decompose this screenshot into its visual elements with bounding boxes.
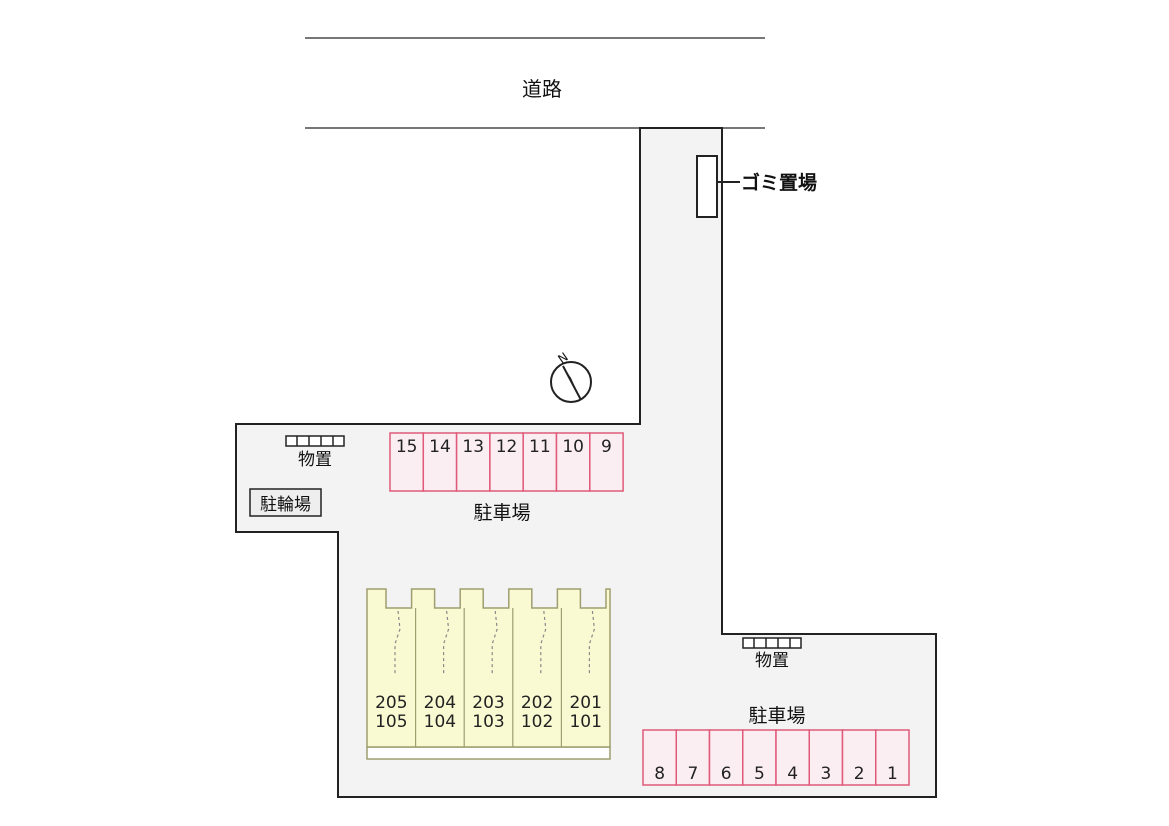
parking-slot-number: 10 xyxy=(562,437,584,457)
parking-slot-number: 7 xyxy=(687,764,698,784)
parking-slot xyxy=(589,432,624,492)
unit-number-upper: 202 xyxy=(521,693,553,713)
parking-slot xyxy=(642,729,677,786)
parking-slot-number: 2 xyxy=(854,764,865,784)
unit-hallway-path xyxy=(394,610,401,674)
parking-slot xyxy=(775,729,810,786)
storage-shed-left xyxy=(285,435,345,447)
unit-number-lower: 103 xyxy=(472,712,504,732)
parking-slot-number: 3 xyxy=(820,764,831,784)
parking-top-group: 15 14 13 12 11 10 9 xyxy=(389,432,624,492)
garbage-area xyxy=(696,155,718,218)
parking-slot xyxy=(522,432,558,492)
building-base xyxy=(366,746,611,760)
parking-slot-number: 13 xyxy=(462,437,484,457)
parking-slot-number: 11 xyxy=(529,437,551,457)
parking-top-label: 駐車場 xyxy=(473,502,530,524)
bike-parking-label: 駐輪場 xyxy=(260,495,311,515)
road-label: 道路 xyxy=(522,77,562,101)
unit-hallway-path xyxy=(443,610,450,674)
parking-slot xyxy=(708,729,744,786)
parking-slot xyxy=(675,729,711,786)
parking-slot-number: 9 xyxy=(601,437,612,457)
unit-number-lower: 105 xyxy=(375,712,407,732)
bike-parking-box xyxy=(249,488,322,517)
unit-hallway-path xyxy=(491,610,498,674)
parking-slot-number: 1 xyxy=(887,764,898,784)
garbage-label: ゴミ置場 xyxy=(741,171,817,194)
parking-slot xyxy=(455,432,491,492)
parking-slot xyxy=(808,729,844,786)
parking-slot-number: 6 xyxy=(721,764,732,784)
parking-slot-number: 4 xyxy=(787,764,798,784)
unit-number-lower: 102 xyxy=(521,712,553,732)
parking-slot xyxy=(742,729,777,786)
unit-number-upper: 201 xyxy=(569,693,601,713)
parking-slot xyxy=(422,432,458,492)
parking-bottom-label: 駐車場 xyxy=(748,705,805,727)
storage-shed-right xyxy=(742,637,802,649)
parking-slot-number: 8 xyxy=(654,764,665,784)
parking-slot-number: 12 xyxy=(496,437,518,457)
unit-number-upper: 204 xyxy=(424,693,456,713)
unit-hallway-path xyxy=(540,610,547,674)
unit-number-lower: 104 xyxy=(424,712,456,732)
parking-slot xyxy=(875,729,910,786)
building-outline xyxy=(366,588,611,748)
unit-hallway-path xyxy=(588,610,596,674)
storage-left-label: 物置 xyxy=(298,450,332,470)
unit-number-upper: 205 xyxy=(375,693,407,713)
parking-bottom-group: 8 7 6 5 4 3 2 1 xyxy=(642,729,910,786)
unit-number-lower: 101 xyxy=(569,712,601,732)
parking-slot-number: 5 xyxy=(754,764,765,784)
storage-right-label: 物置 xyxy=(755,651,789,671)
parking-slot-number: 14 xyxy=(429,437,451,457)
compass-icon: N xyxy=(550,350,592,403)
unit-number-upper: 203 xyxy=(472,693,504,713)
parking-slot xyxy=(489,432,524,492)
parking-slot-number: 15 xyxy=(396,437,418,457)
